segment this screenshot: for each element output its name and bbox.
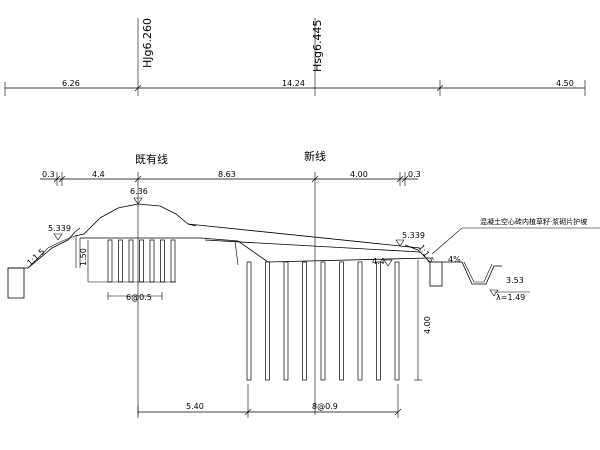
dim-c: 8.63 [218,170,236,179]
left-slope-label: 1:1.5 [25,247,46,267]
bottom-offset: 5.40 [186,402,204,411]
protection-annotation: 混凝土空心砖内植草籽·浆砌片护坡 [431,217,600,255]
right-pile-5 [320,261,326,381]
existing-mileage-label: HJg6.260 [141,18,154,68]
new-line-label: 新线 [304,149,326,163]
left-shoulder-elevation: 5.339 [48,224,71,233]
second-dimension-line: 0.3 4.4 8.63 4.00 0.3 [40,170,421,186]
right-pile-4 [302,261,307,381]
right-pile-group [246,261,400,381]
bottom-dimension-line: 5.40 8@0.9 [137,384,402,418]
right-pile-1 [246,261,252,381]
right-pile-8 [376,261,381,381]
dim-e: 0.3 [408,170,421,179]
cross-slope-label: 4% [448,255,461,264]
right-wall [429,261,443,287]
left-pile-4 [139,239,144,283]
ditch-bottom-label: λ=1.49 [496,293,525,302]
right-pile-2 [265,261,270,381]
right-low-elevation: 4.4 [372,257,385,266]
dim-right: 4.50 [556,79,574,88]
elevation-markers: 6.36 5.339 5.339 4.4 3.53 λ=1.49 [48,187,525,302]
left-pile-3 [128,239,134,283]
top-dimension-line: 6.26 14.24 4.50 [4,79,586,96]
left-pile-depth: 1.50 [79,248,88,266]
right-pile-3 [283,261,289,381]
new-mileage-label: Hsg6.445 [311,20,324,72]
ditch-elevation: 3.53 [506,276,524,285]
right-slope-label: 1:1.5 [416,243,435,265]
left-pile-7 [170,239,176,283]
left-wall [7,267,25,299]
crown-elevation: 6.36 [130,187,148,196]
right-pile-group-label: 8@0.9 [312,402,338,411]
dim-middle: 14.24 [282,79,305,88]
dim-b: 4.4 [92,170,105,179]
right-pile-9 [394,261,400,381]
top-mileage-markers: HJg6.260 Hsg6.445 [137,18,324,96]
right-pile-7 [357,261,363,381]
left-pile-2 [118,239,123,283]
dim-d: 4.00 [350,170,368,179]
dim-a: 0.3 [42,170,55,179]
right-pile-depth: 4.00 [423,316,432,334]
left-pile-6 [160,239,165,283]
existing-line-label: 既有线 [135,152,168,166]
dim-left: 6.26 [62,79,80,88]
left-pile-1 [107,239,113,283]
left-pile-group [107,239,176,283]
left-pile-group-label: 6@0.5 [126,293,152,302]
right-shoulder-elevation: 5.339 [402,231,425,240]
left-pile-5 [149,239,155,283]
right-pile-6 [339,261,344,381]
protection-annotation-text: 混凝土空心砖内植草籽·浆砌片护坡 [480,217,587,226]
